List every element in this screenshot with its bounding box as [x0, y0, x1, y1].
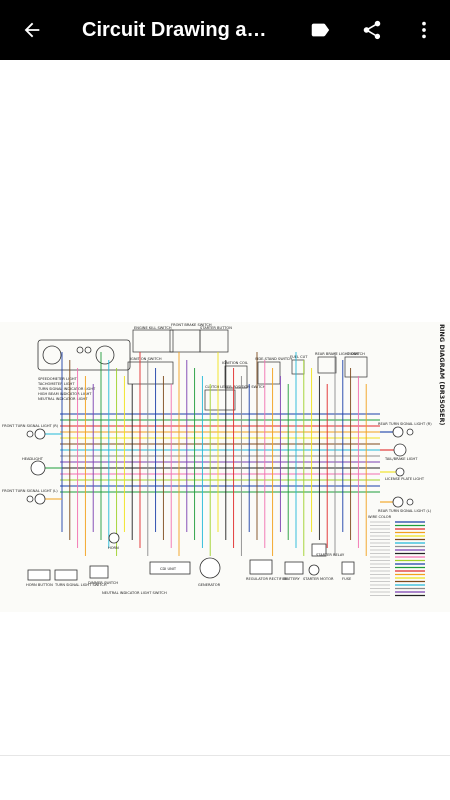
- license-light-label: LICENSE PLATE LIGHT: [385, 477, 425, 481]
- speedometer-label: SPEEDOMETER LIGHT: [38, 377, 78, 381]
- wire-harness: [45, 352, 396, 556]
- diagram-side-title: RING DIAGRAM (DR350SER): [438, 324, 446, 425]
- cdi-unit-label: CDI UNIT: [160, 567, 177, 571]
- rear-brake-switch-label: REAR BRAKE LIGHT SWITCH: [315, 352, 365, 356]
- horn-button-label: HORN BUTTON: [26, 583, 53, 587]
- bottom-components: [27, 532, 355, 581]
- front-turn-left-label: FRONT TURN SIGNAL LIGHT (L): [2, 489, 58, 493]
- wiring-diagram-drawing: SPEEDOMETER LIGHT TACHOMETER LIGHT TURN …: [0, 322, 450, 612]
- high-beam-label: HIGH BEAM INDICATOR LIGHT: [38, 392, 92, 396]
- side-stand-label: SIDE-STAND SWITCH: [255, 357, 292, 361]
- engine-kill-label: ENGINE KILL SWITCH: [134, 326, 172, 330]
- right-lights: [392, 426, 414, 508]
- neutral-indicator-label: NEUTRAL INDICATOR LIGHT: [38, 397, 88, 401]
- rear-turn-right-label: REAR TURN SIGNAL LIGHT (R): [378, 422, 432, 426]
- tail-brake-label: TAIL/BRAKE LIGHT: [384, 457, 418, 461]
- dimmer-switch-label: DIMMER SWITCH: [88, 581, 118, 585]
- instrument-cluster: [37, 339, 131, 371]
- horn-label: HORN: [108, 546, 119, 550]
- rear-turn-left-label: REAR TURN SIGNAL LIGHT (L): [378, 509, 432, 513]
- starter-button-label: STARTER BUTTON: [200, 326, 232, 330]
- generator-label: GENERATOR: [198, 583, 221, 587]
- turn-switch-label: TURN SIGNAL LIGHT SWITCH: [54, 583, 107, 587]
- battery-label: BATTERY: [284, 577, 301, 581]
- turn-indicator-label: TURN SIGNAL INDICATOR LIGHT: [37, 387, 96, 391]
- back-button[interactable]: [0, 0, 64, 60]
- front-turn-right-label: FRONT TURN SIGNAL LIGHT (R): [2, 424, 59, 428]
- diode-label: DIODE: [347, 352, 359, 356]
- starter-motor-label: STARTER MOTOR: [303, 577, 334, 581]
- neutral-switch-label: NEUTRAL INDICATOR LIGHT SWITCH: [102, 591, 167, 595]
- front-brake-label: FRONT BRAKE SWITCH: [171, 323, 212, 327]
- more-options-button[interactable]: [398, 0, 450, 60]
- top-switches: [127, 329, 368, 411]
- tachometer-label: TACHOMETER LIGHT: [37, 382, 75, 386]
- page-title: Circuit Drawing a…: [82, 18, 267, 41]
- wiring-diagram-image[interactable]: SPEEDOMETER LIGHT TACHOMETER LIGHT TURN …: [0, 322, 450, 612]
- more-vert-icon: [422, 21, 426, 39]
- bottom-bar: [0, 755, 450, 800]
- clutch-switch-label: CLUTCH LEVER POSITION SWITCH: [205, 385, 266, 389]
- fuel-cut-label: FUEL CUT: [290, 355, 308, 359]
- image-viewer[interactable]: SPEEDOMETER LIGHT TACHOMETER LIGHT TURN …: [0, 60, 450, 755]
- left-lights: [26, 428, 46, 505]
- back-arrow-icon: [24, 22, 40, 38]
- label-tag-icon: [311, 23, 330, 37]
- starter-relay-label: STARTER RELAY: [316, 553, 345, 557]
- wire-color-legend: [370, 521, 425, 597]
- share-button[interactable]: [346, 0, 398, 60]
- share-icon: [363, 20, 381, 40]
- label-button[interactable]: [294, 0, 346, 60]
- ignition-switch-label: IGNITION SWITCH: [130, 357, 162, 361]
- fuse-label: FUSE: [342, 577, 352, 581]
- regulator-label: REGULATOR RECTIFIER: [246, 577, 288, 581]
- headlight-label: HEADLIGHT: [22, 457, 44, 461]
- app-bar: Circuit Drawing a…: [0, 0, 450, 60]
- ignition-coil-label: IGNITION COIL: [222, 361, 248, 365]
- appbar-actions: [294, 0, 450, 60]
- wire-color-title: WIRE COLOR: [368, 515, 392, 519]
